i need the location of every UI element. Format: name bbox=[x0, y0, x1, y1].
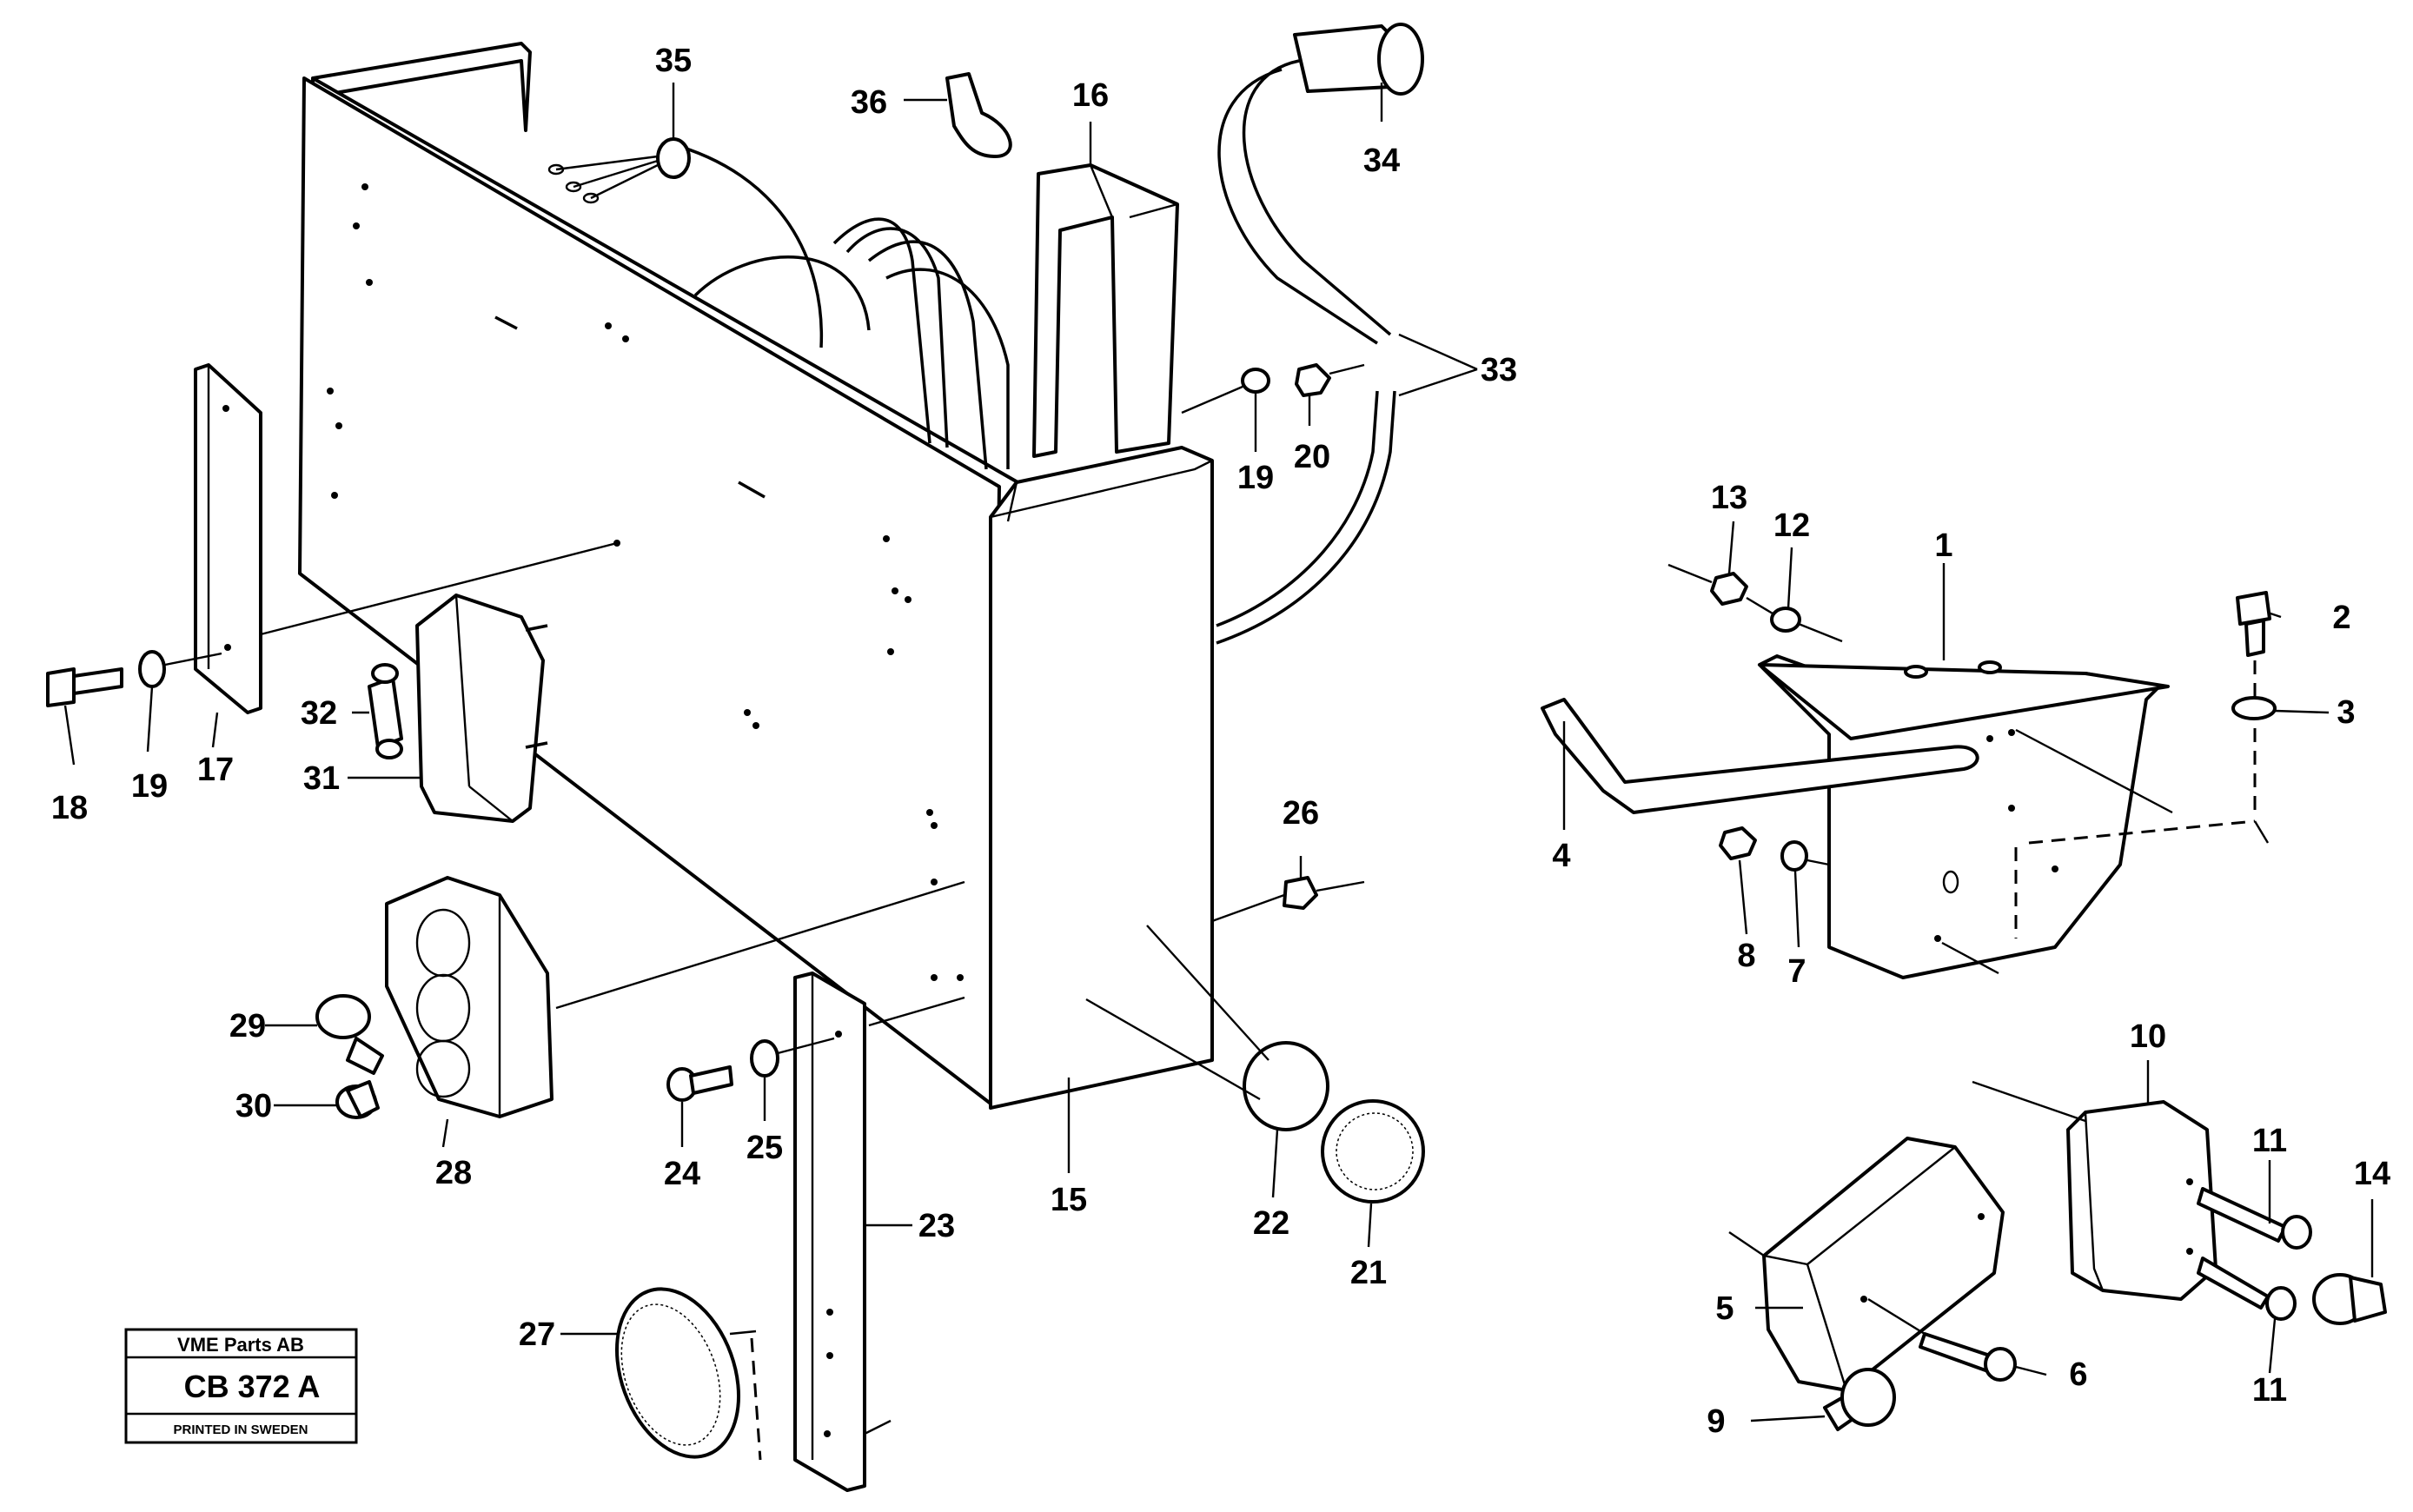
callout-8: 8 bbox=[1737, 938, 1755, 974]
washer-3 bbox=[2231, 696, 2277, 720]
leader-lines bbox=[63, 83, 2374, 1422]
handle-4 bbox=[1541, 698, 1979, 814]
callout-13: 13 bbox=[1711, 480, 1747, 516]
stamp-company: VME Parts AB bbox=[177, 1334, 304, 1356]
callout-23: 23 bbox=[918, 1208, 955, 1244]
plate-17 bbox=[194, 363, 262, 714]
bracket-1 bbox=[1758, 654, 2270, 979]
callout-9: 9 bbox=[1707, 1403, 1725, 1440]
callout-7: 7 bbox=[1787, 953, 1806, 990]
washer-19-top bbox=[1241, 368, 1270, 394]
washer-25 bbox=[750, 1039, 779, 1078]
lamp-31 bbox=[415, 594, 548, 823]
stamp-printed: PRINTED IN SWEDEN bbox=[173, 1422, 308, 1437]
callout-20: 20 bbox=[1294, 439, 1330, 475]
callout-2: 2 bbox=[2332, 600, 2350, 636]
callout-1: 1 bbox=[1934, 527, 1952, 564]
sensor-34 bbox=[1216, 23, 1424, 645]
callout-15: 15 bbox=[1051, 1182, 1087, 1218]
callout-6: 6 bbox=[2069, 1356, 2087, 1393]
callout-16: 16 bbox=[1072, 77, 1109, 114]
callout-5: 5 bbox=[1715, 1290, 1734, 1327]
clip-36 bbox=[945, 72, 1012, 158]
lamp-10 bbox=[1972, 1080, 2217, 1301]
callout-26: 26 bbox=[1283, 795, 1319, 832]
reflector-21 bbox=[1321, 1099, 1425, 1204]
main-housing bbox=[298, 42, 1214, 1110]
bulb-29 bbox=[315, 994, 384, 1075]
nut-13 bbox=[1667, 563, 1748, 606]
bulb-14 bbox=[2312, 1273, 2387, 1325]
callout-25: 25 bbox=[746, 1130, 783, 1166]
reflector-27 bbox=[614, 1287, 762, 1461]
callout-32: 32 bbox=[301, 695, 337, 732]
lamp-28 bbox=[385, 876, 965, 1118]
callout-30: 30 bbox=[235, 1088, 272, 1124]
stamp-code: CB 372 A bbox=[184, 1369, 321, 1404]
screw-11-upper bbox=[2197, 1187, 2312, 1250]
bulb-32 bbox=[368, 663, 403, 759]
bolt-18 bbox=[46, 667, 123, 707]
callout-36: 36 bbox=[851, 84, 887, 121]
title-stamp: VME Parts AB CB 372 A PRINTED IN SWEDEN bbox=[124, 1328, 358, 1444]
screw-24 bbox=[666, 1065, 733, 1102]
callout-28: 28 bbox=[435, 1155, 472, 1191]
callout-35: 35 bbox=[655, 43, 692, 79]
cap-22 bbox=[1085, 925, 1329, 1131]
bracket-23 bbox=[793, 972, 892, 1492]
callout-33: 33 bbox=[1481, 352, 1517, 388]
screw-6 bbox=[1867, 1297, 2017, 1382]
callout-24: 24 bbox=[664, 1156, 700, 1192]
callout-10: 10 bbox=[2130, 1018, 2166, 1055]
lamp-5 bbox=[1728, 1137, 2005, 1392]
grommet-35 bbox=[547, 137, 691, 204]
bulb-9 bbox=[1823, 1368, 1896, 1431]
washer-7 bbox=[1780, 840, 1830, 872]
callout-17: 17 bbox=[197, 752, 234, 788]
callout-4: 4 bbox=[1552, 838, 1570, 874]
callout-12: 12 bbox=[1773, 507, 1810, 544]
washer-12 bbox=[1746, 596, 1843, 643]
callout-labels: 35 36 16 34 33 19 20 13 12 1 2 3 4 8 7 1… bbox=[51, 43, 2390, 1440]
callout-19-top: 19 bbox=[1237, 460, 1274, 496]
callout-11-lower: 11 bbox=[2252, 1372, 2287, 1409]
screw-11-lower bbox=[2197, 1257, 2297, 1321]
bulb-30 bbox=[335, 1080, 380, 1119]
callout-11-upper: 11 bbox=[2252, 1123, 2287, 1159]
callout-21: 21 bbox=[1350, 1255, 1387, 1291]
callout-27: 27 bbox=[519, 1316, 555, 1353]
callout-34: 34 bbox=[1363, 143, 1400, 179]
callout-31: 31 bbox=[303, 760, 340, 797]
nut-26 bbox=[1211, 876, 1365, 923]
callout-14: 14 bbox=[2354, 1156, 2390, 1192]
cable-harness bbox=[668, 142, 1010, 470]
bolt-2 bbox=[2236, 591, 2271, 817]
bracket-16 bbox=[1032, 163, 1179, 458]
nut-8 bbox=[1719, 826, 1757, 860]
callout-29: 29 bbox=[229, 1008, 266, 1044]
nut-20 bbox=[1181, 363, 1365, 414]
callout-19-left: 19 bbox=[131, 768, 168, 805]
callout-3: 3 bbox=[2337, 694, 2355, 731]
washer-19-left bbox=[138, 650, 166, 688]
callout-18: 18 bbox=[51, 790, 88, 826]
callout-22: 22 bbox=[1253, 1205, 1289, 1242]
